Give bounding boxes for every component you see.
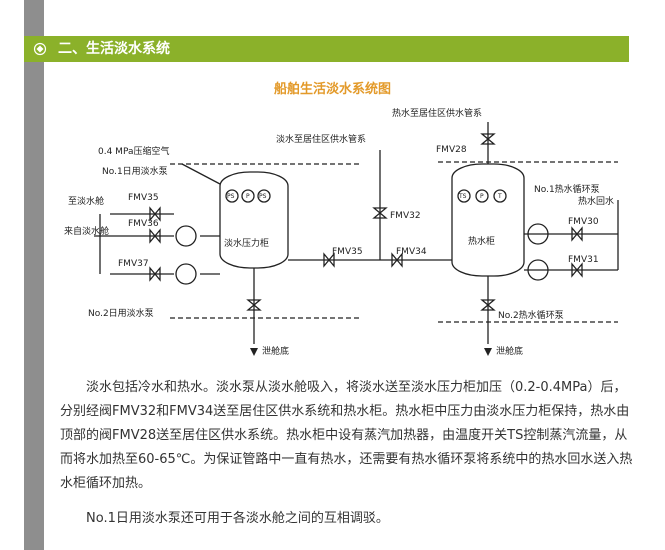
label-hot-return: 热水回水 <box>578 195 614 207</box>
label-fmv35b: FMV35 <box>332 247 363 257</box>
label-fresh-supply: 淡水至居住区供水管系 <box>276 133 366 145</box>
paragraph-description: 淡水包括冷水和热水。淡水泵从淡水舱吸入，将淡水送至淡水压力柜加压（0.2-0.4… <box>60 380 633 491</box>
pressure-tank <box>219 171 289 269</box>
paragraph-note: No.1日用淡水泵还可用于各淡水舱之间的互相调驳。 <box>86 511 389 526</box>
pump-no1 <box>175 225 197 247</box>
instr-ps2: PS <box>259 193 267 200</box>
label-drain2: 泄舱底 <box>496 345 523 357</box>
section-title: 二、生活淡水系统 <box>58 41 170 57</box>
circ-pump-no2 <box>527 259 549 281</box>
label-drain1: 泄舱底 <box>262 345 289 357</box>
label-fmv36: FMV36 <box>128 219 159 229</box>
label-fmv30: FMV30 <box>568 217 599 227</box>
label-to-tank: 至淡水舱 <box>68 195 104 207</box>
section-header: 二、生活淡水系统 <box>24 36 629 62</box>
label-compressed-air: 0.4 MPa压缩空气 <box>98 145 169 157</box>
label-circ2: No.2热水循环泵 <box>498 309 564 321</box>
label-from-tank: 来自淡水舱 <box>64 225 109 237</box>
content-area <box>44 0 654 550</box>
label-fmv35a: FMV35 <box>128 193 159 203</box>
label-hot-tank: 热水柜 <box>468 235 495 247</box>
instr-t: T <box>497 193 502 200</box>
label-fmv28: FMV28 <box>436 145 467 155</box>
instr-ps1: PS <box>227 193 235 200</box>
label-fmv34: FMV34 <box>396 247 427 257</box>
hot-water-tank <box>451 163 525 277</box>
circ-pump-no1 <box>527 223 549 245</box>
label-fmv32: FMV32 <box>390 211 421 221</box>
instr-p1: P <box>246 193 250 200</box>
diagram-title: 船舶生活淡水系统图 <box>273 82 391 97</box>
label-fmv37: FMV37 <box>118 259 149 269</box>
label-pressure-tank: 淡水压力柜 <box>224 237 269 249</box>
label-fmv31: FMV31 <box>568 255 599 265</box>
label-pump2: No.2日用淡水泵 <box>88 307 154 319</box>
instr-p2: P <box>480 193 484 200</box>
fresh-water-system-diagram: 热水至居住区供水管系 淡水至居住区供水管系 0.4 MPa压缩空气 No.1日用… <box>64 107 619 357</box>
label-circ1: No.1热水循环泵 <box>534 183 600 195</box>
label-pump1: No.1日用淡水泵 <box>102 165 168 177</box>
label-hot-supply: 热水至居住区供水管系 <box>392 107 482 119</box>
instr-ts: TS <box>458 193 467 200</box>
left-sidebar-bar <box>24 0 44 550</box>
diamond-bullet-icon <box>33 42 47 56</box>
pump-no2 <box>175 263 197 285</box>
